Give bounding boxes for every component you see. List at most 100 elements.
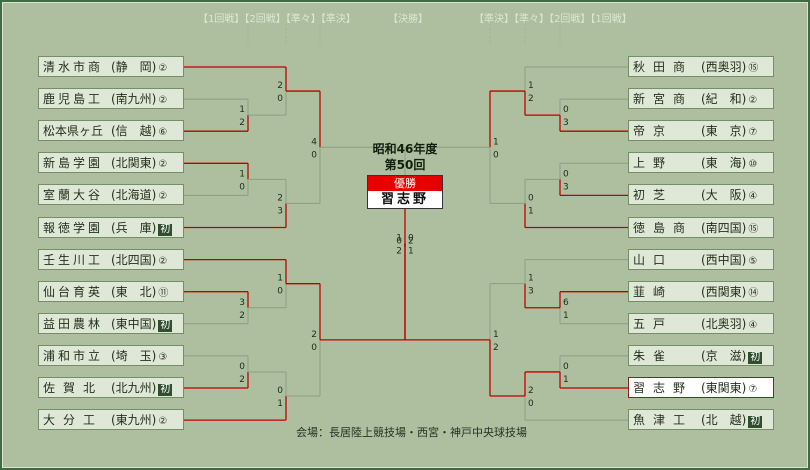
team-r-2: 帝京(東 京)⑦ <box>628 120 774 142</box>
team-name: 新宮商 <box>633 92 694 107</box>
final-score: 0 <box>396 237 402 247</box>
team-region: (北奥羽) <box>701 316 747 331</box>
team-appearance-count: 初 <box>748 416 763 429</box>
match-score: 0 <box>277 287 283 297</box>
team-region: (南四国) <box>701 220 747 235</box>
match-score: 2 <box>239 311 245 321</box>
team-r-7: 韮崎(西関東)⑭ <box>628 280 774 302</box>
team-region: (静 岡) <box>111 60 157 74</box>
team-appearance-count: ② <box>158 255 168 267</box>
match-score: 3 <box>563 118 569 128</box>
match-score: 0 <box>408 234 414 244</box>
match-score: 3 <box>277 206 283 216</box>
team-l-8: 益田農林(東中国)初 <box>38 312 184 334</box>
match-score: 2 <box>311 330 317 340</box>
match-score: 2 <box>277 193 283 203</box>
team-l-0: 清水市商 (静 岡)② <box>38 56 184 77</box>
team-r-0: 秋田商(西奥羽)⑮ <box>628 56 774 77</box>
edition-label: 第50回 <box>384 158 426 172</box>
team-r-3: 上野(東 海)⑩ <box>628 152 774 174</box>
match-score: 0 <box>277 94 283 104</box>
match-score: 2 <box>239 118 245 128</box>
team-name: 五戸 <box>633 316 674 331</box>
match-score: 0 <box>563 169 569 179</box>
team-appearance-count: ⑮ <box>748 223 759 235</box>
match-score: 2 <box>277 81 283 91</box>
team-appearance-count: ③ <box>158 351 168 363</box>
team-region: (京 滋) <box>701 348 747 363</box>
champion-name: 習志野 <box>380 192 429 207</box>
team-name: 清水市商 <box>43 60 104 74</box>
team-appearance-count: 初 <box>158 223 173 236</box>
left-round-headers: 【1回戦】【2回戦】【準々】【準決】 <box>198 10 356 25</box>
header-final: 【決勝】 <box>388 14 428 25</box>
champion-panel: 昭和46年度 第50回 優勝 習志野 <box>367 141 443 209</box>
match-score: 1 <box>408 247 414 257</box>
match-score: 1 <box>528 81 534 91</box>
match-score: 0 <box>311 150 317 160</box>
team-name: 徳島商 <box>633 220 694 235</box>
match-score: 1 <box>239 105 245 115</box>
match-score: 2 <box>528 94 534 104</box>
match-score: 2 <box>239 375 245 385</box>
team-name: 魚津工 <box>633 413 694 428</box>
team-name: 浦和市立 <box>43 348 104 363</box>
team-name: 仙台育英 <box>43 284 104 299</box>
team-region: (東関東) <box>701 381 747 395</box>
header-l-qf: 【準々】 <box>285 14 321 25</box>
team-l-10: 佐賀北(北九州)初 <box>38 377 184 398</box>
team-name: 壬生川工 <box>43 252 104 267</box>
team-r-9: 朱雀(京 滋)初 <box>628 344 774 366</box>
match-score: 1 <box>396 234 402 244</box>
team-l-6: 壬生川工(北四国)② <box>38 248 184 270</box>
team-name: 報徳学園 <box>43 220 104 235</box>
team-region: (信 越) <box>111 124 157 139</box>
header-r-r1: 【1回戦】 <box>590 14 632 25</box>
match-score: 1 <box>528 274 534 284</box>
match-score: 3 <box>528 287 534 297</box>
team-l-3: 新島学園(北関東)② <box>38 152 184 174</box>
header-r-sf: 【準決】 <box>474 14 514 25</box>
final-score: 2 <box>408 237 414 247</box>
header-r-r2: 【2回戦】 <box>549 14 591 25</box>
team-l-2: 松本県ヶ丘(信 越)⑥ <box>38 120 184 142</box>
match-score: 1 <box>277 399 283 409</box>
match-score: 0 <box>311 343 317 353</box>
team-region: (西奥羽) <box>701 60 747 74</box>
champion-label: 優勝 <box>368 176 442 191</box>
team-region: (東 海) <box>701 156 747 171</box>
team-appearance-count: ⑩ <box>748 159 758 171</box>
team-r-10: 習志野(東関東)⑦ <box>628 377 774 398</box>
team-appearance-count: ② <box>748 95 758 107</box>
team-region: (埼 玉) <box>111 348 157 363</box>
match-score: 6 <box>563 298 569 308</box>
team-appearance-count: ② <box>158 63 168 74</box>
team-appearance-count: ⑦ <box>748 127 758 139</box>
team-region: (北 越) <box>701 413 747 428</box>
team-name: 鹿児島工 <box>43 92 104 107</box>
header-r-qf: 【準々】 <box>514 14 549 25</box>
team-region: (東 京) <box>701 124 747 139</box>
team-region: (東 北) <box>111 284 157 299</box>
team-l-11: 大分工(東九州)② <box>38 409 184 431</box>
match-score: 0 <box>277 386 283 396</box>
match-score: 2 <box>396 247 402 257</box>
team-name: 室蘭大谷 <box>43 188 104 203</box>
team-appearance-count: ⑥ <box>158 127 168 139</box>
era-label: 昭和46年度 <box>372 142 438 156</box>
team-region: (紀 和) <box>701 92 747 107</box>
team-appearance-count: ② <box>158 416 168 428</box>
team-name: 習志野 <box>633 381 694 395</box>
match-score: 1 <box>563 311 569 321</box>
team-region: (南九州) <box>111 92 157 107</box>
team-region: (西中国) <box>701 252 747 267</box>
team-name: 大分工 <box>43 413 104 428</box>
team-l-5: 報徳学園(兵 庫)初 <box>38 216 184 238</box>
team-name: 益田農林 <box>43 316 104 331</box>
match-score: 2 <box>528 386 534 396</box>
match-score: 1 <box>528 206 534 216</box>
team-appearance-count: 初 <box>158 319 173 332</box>
team-appearance-count: ⑪ <box>158 287 169 299</box>
